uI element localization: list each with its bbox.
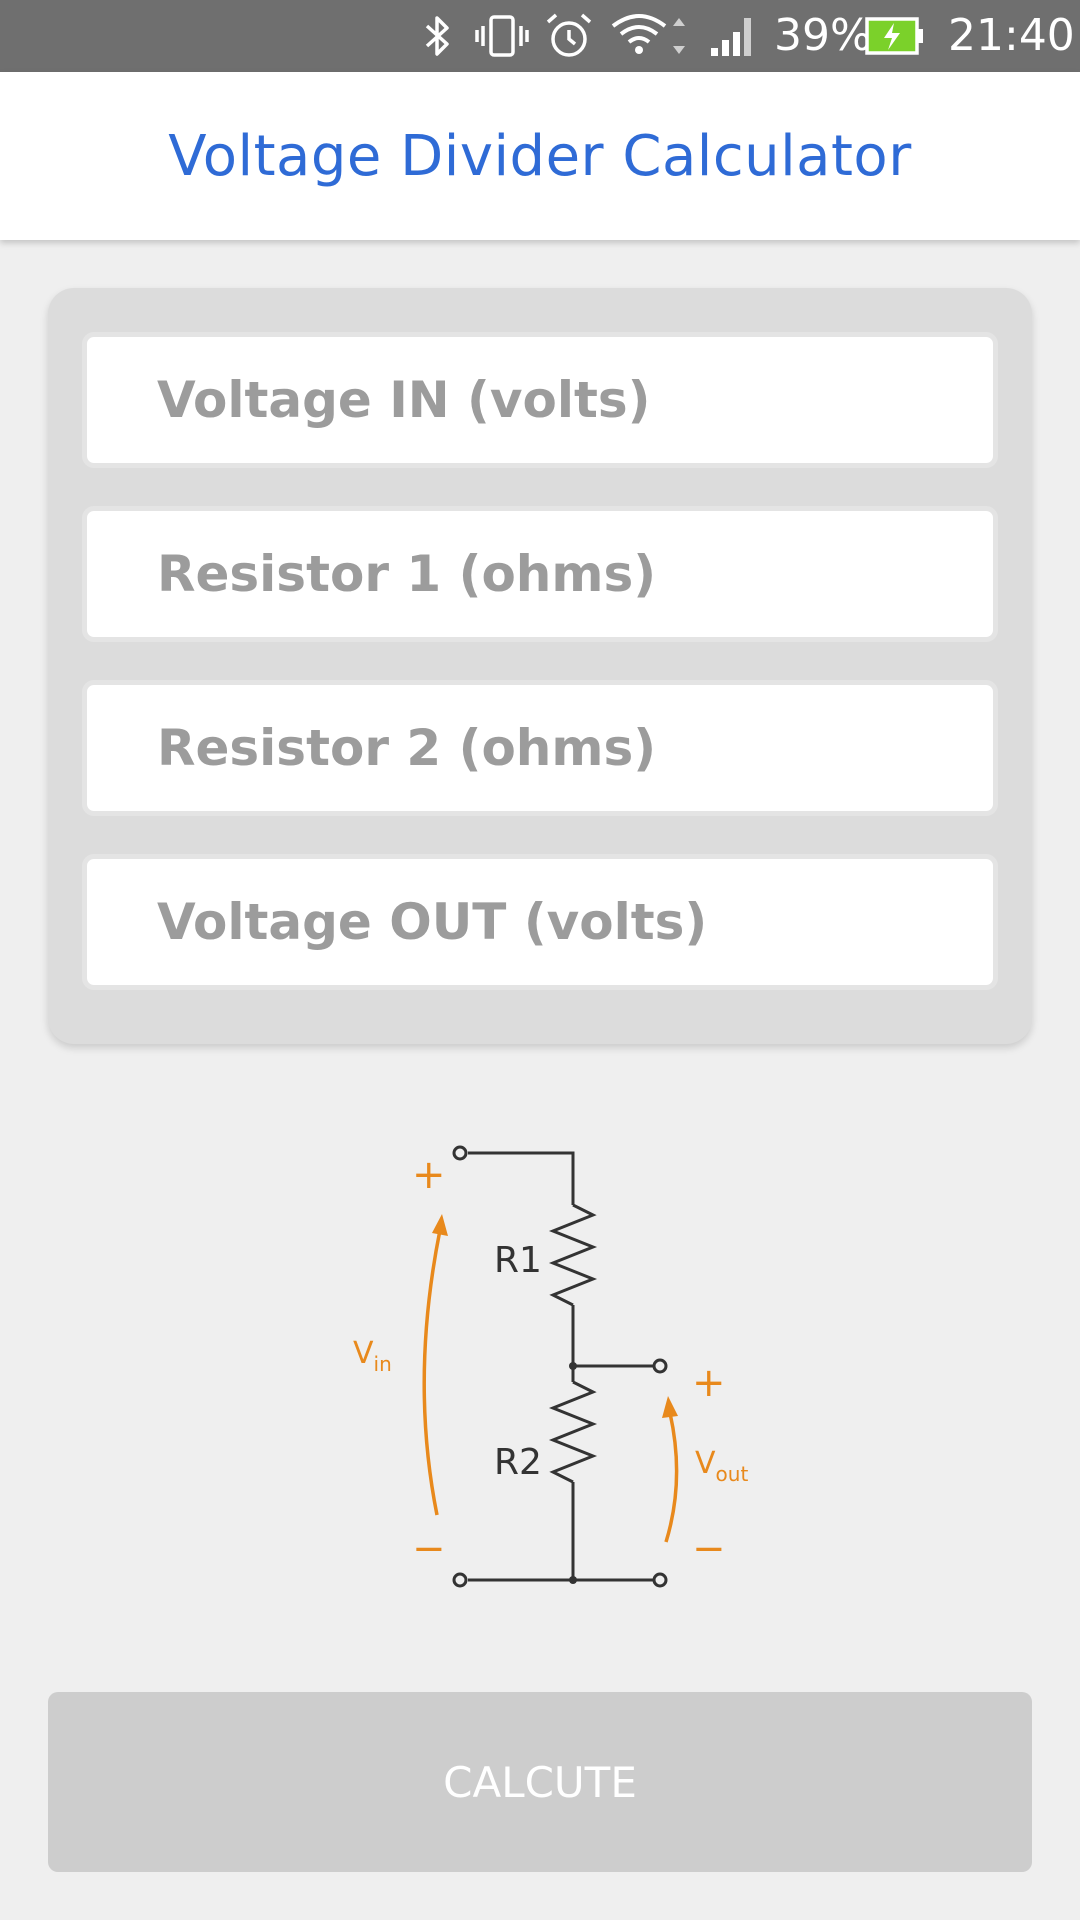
clock: 21:40 [948,10,1075,61]
signal-icon [706,12,764,60]
battery-charging-icon [864,12,926,60]
resistor-r1-symbol [548,1203,598,1307]
voltage-in-field[interactable] [82,332,998,468]
status-bar: 39% 21:40 [0,0,1080,72]
terminal-vin-plus [452,1145,468,1161]
vin-arrow [422,1229,442,1516]
vout-arrowhead [662,1396,678,1418]
battery-percent: 39% [774,10,872,61]
resistor-2-field[interactable] [82,680,998,816]
vout-plus-sign: + [692,1360,726,1406]
wifi-icon [608,12,698,60]
voltage-divider-diagram: R1 R2 + + − − Vin Vout [353,1145,748,1588]
voltage-in-input[interactable] [157,371,993,429]
resistor-r2-symbol [548,1380,598,1484]
resistor-1-input[interactable] [157,545,993,603]
junction-node [569,1576,577,1584]
vin-minus-sign: − [412,1526,446,1572]
vin-plus-sign: + [412,1152,446,1198]
alarm-icon [542,12,596,60]
r1-label: R1 [494,1240,542,1281]
terminal-vout-minus [652,1572,668,1588]
bluetooth-icon [418,12,458,60]
calculator-form [48,288,1032,1044]
vibrate-icon [472,12,532,60]
voltage-out-field[interactable] [82,854,998,990]
app-bar: Voltage Divider Calculator [0,72,1080,240]
terminal-vout-plus [652,1358,668,1374]
page-title: Voltage Divider Calculator [168,123,912,189]
calculate-button[interactable]: CALCUTE [48,1692,1032,1872]
terminal-vin-minus [452,1572,468,1588]
resistor-1-field[interactable] [82,506,998,642]
vout-minus-sign: − [692,1526,726,1572]
vin-label: Vin [353,1336,392,1376]
r2-label: R2 [494,1442,542,1483]
vout-arrow [664,1412,679,1543]
resistor-2-input[interactable] [157,719,993,777]
voltage-out-input[interactable] [157,893,993,951]
wire-top [468,1151,575,1205]
vin-arrowhead [432,1214,448,1236]
vout-label: Vout [695,1446,748,1486]
junction-node [569,1362,577,1370]
